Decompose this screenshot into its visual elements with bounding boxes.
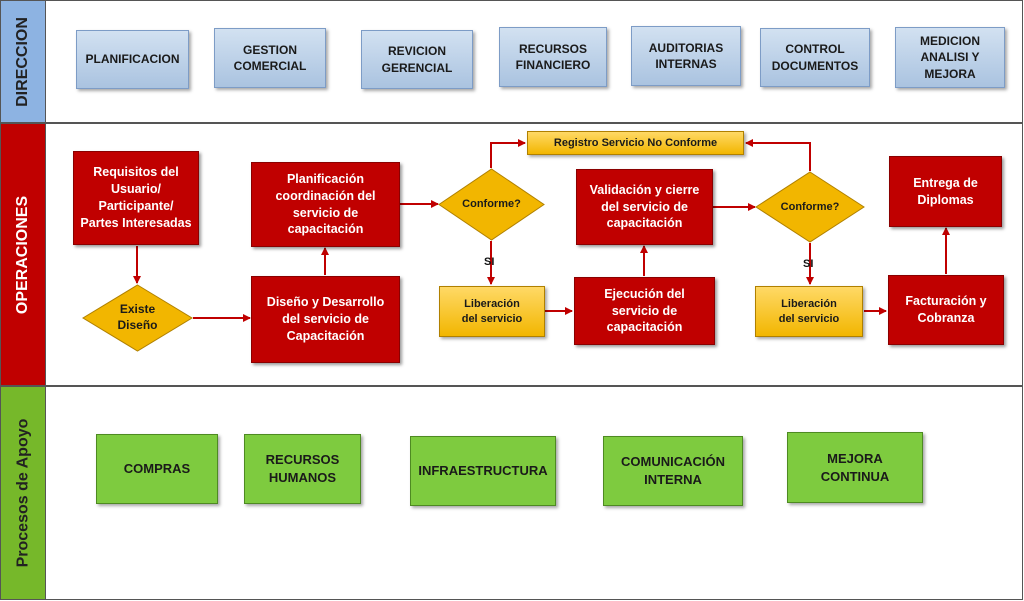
diamond-existe-diseno: Existe Diseño bbox=[82, 284, 193, 352]
box-planificacion: PLANIFICACION bbox=[76, 30, 189, 89]
box-auditorias-internas: AUDITORIAS INTERNAS bbox=[631, 26, 741, 86]
diamond-conforme-2: Conforme? bbox=[755, 171, 865, 243]
box-comunicacion-interna: COMUNICACIÓN INTERNA bbox=[603, 436, 743, 506]
diamond-conforme-1: Conforme? bbox=[438, 168, 545, 241]
diamond-conforme-1-label: Conforme? bbox=[462, 198, 521, 211]
box-gestion-comercial: GESTION COMERCIAL bbox=[214, 28, 326, 88]
arrow-conforme1-to-registro bbox=[490, 139, 526, 168]
box-ejecucion: Ejecución del servicio de capacitación bbox=[574, 277, 715, 345]
box-recursos-humanos: RECURSOS HUMANOS bbox=[244, 434, 361, 504]
box-requisitos: Requisitos del Usuario/ Participante/ Pa… bbox=[73, 151, 199, 245]
box-mejora-continua: MEJORA CONTINUA bbox=[787, 432, 923, 503]
diamond-conforme-2-label: Conforme? bbox=[780, 200, 840, 213]
box-revicion-gerencial: REVICION GERENCIAL bbox=[361, 30, 473, 89]
box-recursos-financiero: RECURSOS FINANCIERO bbox=[499, 27, 607, 87]
label-si-2: SI bbox=[803, 258, 814, 270]
box-medicion-analisi-mejora: MEDICION ANALISI Y MEJORA bbox=[895, 27, 1005, 88]
box-entrega-diplomas: Entrega de Diplomas bbox=[889, 156, 1002, 227]
lane-label-operaciones: OPERACIONES bbox=[0, 123, 46, 386]
box-diseno-desarrollo: Diseño y Desarrollo del servicio de Capa… bbox=[251, 276, 400, 363]
box-control-documentos: CONTROL DOCUMENTOS bbox=[760, 28, 870, 87]
lane-label-direccion: DIRECCION bbox=[0, 0, 46, 123]
box-validacion: Validación y cierre del servicio de capa… bbox=[576, 169, 713, 245]
box-facturacion: Facturación y Cobranza bbox=[888, 275, 1004, 345]
box-liberacion-2: Liberación del servicio bbox=[755, 286, 863, 337]
box-planificacion-coordinacion: Planificación coordinación del servicio … bbox=[251, 162, 400, 247]
box-liberacion-1: Liberación del servicio bbox=[439, 286, 545, 337]
diamond-existe-diseno-label: Existe Diseño bbox=[117, 302, 158, 332]
arrow-conforme2-to-registro bbox=[745, 139, 811, 171]
box-compras: COMPRAS bbox=[96, 434, 218, 504]
lane-label-apoyo: Procesos de Apoyo bbox=[0, 386, 46, 600]
box-registro-no-conforme: Registro Servicio No Conforme bbox=[527, 131, 744, 155]
lane-body-operaciones bbox=[46, 123, 1023, 386]
label-si-1: SI bbox=[484, 256, 495, 268]
box-infraestructura: INFRAESTRUCTURA bbox=[410, 436, 556, 506]
